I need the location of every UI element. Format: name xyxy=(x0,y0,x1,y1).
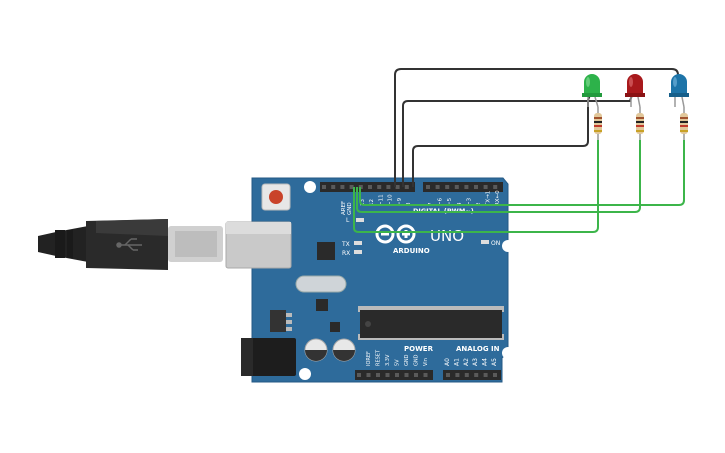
pin-hole[interactable] xyxy=(446,373,450,377)
gnd-label: GND xyxy=(347,202,353,215)
pin-hole[interactable] xyxy=(423,373,428,377)
rx-led xyxy=(354,250,362,254)
power-label: POWER xyxy=(404,345,434,353)
mounting-hole xyxy=(304,181,316,193)
pin-label: IOREF xyxy=(366,351,372,366)
pin-hole[interactable] xyxy=(474,185,478,189)
led-green[interactable] xyxy=(582,74,602,108)
pin-label: 3.3V xyxy=(385,354,391,366)
pin-label: A5 xyxy=(491,358,498,366)
wire-pin-to-green-led xyxy=(412,94,591,187)
on-led xyxy=(481,240,489,244)
mounting-hole xyxy=(502,347,514,359)
pin-hole[interactable] xyxy=(386,185,391,189)
ground-wire-red xyxy=(356,140,641,213)
pin-label: ~11 xyxy=(378,194,384,206)
pin-hole[interactable] xyxy=(357,373,361,377)
pin-hole[interactable] xyxy=(349,185,354,189)
power-jack xyxy=(241,338,296,376)
led-blue[interactable] xyxy=(669,74,689,108)
pin-label: A1 xyxy=(453,358,460,366)
pin-hole[interactable] xyxy=(455,373,460,377)
ground-wire-green xyxy=(353,140,599,233)
pin-label: ~3 xyxy=(466,197,472,206)
pin-hole[interactable] xyxy=(368,185,372,189)
tx-label: TX xyxy=(341,241,350,248)
pin-label: ~9 xyxy=(397,197,403,206)
pin-label: 13 xyxy=(360,199,366,206)
pin-hole[interactable] xyxy=(404,373,409,377)
pin-label: RX←0 xyxy=(495,190,501,206)
led-l-label: L xyxy=(346,217,350,224)
pin-hole[interactable] xyxy=(464,185,469,189)
digital-header-right[interactable] xyxy=(423,182,503,192)
voltage-regulator xyxy=(270,310,286,332)
pin-hole[interactable] xyxy=(474,373,479,377)
digital-header-left[interactable] xyxy=(320,182,415,192)
pin-label: 12 xyxy=(369,199,375,206)
rx-label: RX xyxy=(342,250,350,257)
pin-label: ~5 xyxy=(447,197,453,206)
pin-hole[interactable] xyxy=(395,373,399,377)
led-red[interactable] xyxy=(625,74,645,108)
pin-label: Vin xyxy=(423,358,429,366)
pin-hole[interactable] xyxy=(376,373,380,377)
pin-hole[interactable] xyxy=(331,185,336,189)
pin-label: ~10 xyxy=(388,194,394,206)
usb-chip xyxy=(317,242,335,260)
atmega-chip xyxy=(358,306,504,340)
pin-hole[interactable] xyxy=(340,185,345,189)
pin-label: A2 xyxy=(463,358,470,366)
pin-hole[interactable] xyxy=(464,373,469,377)
ground-wire-blue xyxy=(359,140,685,206)
pin-hole[interactable] xyxy=(426,185,430,189)
pin-label: GND xyxy=(404,354,410,366)
ground-wires[interactable] xyxy=(353,140,685,233)
signal-wires[interactable] xyxy=(394,68,679,187)
pin-label: A3 xyxy=(472,358,479,366)
resistor-green-led[interactable] xyxy=(594,107,602,140)
pin-hole[interactable] xyxy=(454,185,459,189)
pin-hole[interactable] xyxy=(385,373,390,377)
usb-icon xyxy=(116,238,142,251)
crystal xyxy=(295,275,347,293)
brand-label: ARDUINO xyxy=(393,247,430,255)
pin-hole[interactable] xyxy=(445,185,450,189)
model-label: UNO xyxy=(430,227,464,245)
pin-label: TX→1 xyxy=(486,191,492,207)
mounting-hole xyxy=(299,368,311,380)
pin-hole[interactable] xyxy=(414,373,418,377)
pin-hole[interactable] xyxy=(435,185,440,189)
resistor-red-led[interactable] xyxy=(636,107,644,140)
usb-cable[interactable] xyxy=(38,219,223,270)
pin-hole[interactable] xyxy=(395,185,400,189)
pin-label: A4 xyxy=(482,358,489,366)
mounting-hole xyxy=(502,240,514,252)
arduino-uno-board[interactable]: ARDUINO UNO DIGITAL (PWM~) AREF GND L TX… xyxy=(225,177,514,383)
pin-hole[interactable] xyxy=(483,185,488,189)
pin-hole[interactable] xyxy=(493,185,498,189)
pin-hole[interactable] xyxy=(322,185,326,189)
led-l-indicator xyxy=(356,218,364,222)
pin-hole[interactable] xyxy=(493,373,497,377)
pin-label: RESET xyxy=(376,349,382,366)
pin-label: ~6 xyxy=(438,197,444,206)
pin-label: 5V xyxy=(395,359,401,366)
pin-hole[interactable] xyxy=(404,185,409,189)
analog-header[interactable] xyxy=(443,370,501,380)
power-header[interactable] xyxy=(355,370,433,380)
pin-hole[interactable] xyxy=(377,185,382,189)
pin-label: A0 xyxy=(444,358,451,366)
tx-led xyxy=(354,241,362,245)
wire-pin-to-blue-led xyxy=(394,68,679,187)
pin-hole[interactable] xyxy=(366,373,371,377)
analog-label: ANALOG IN xyxy=(456,345,500,353)
pin-label: GND xyxy=(414,354,420,366)
on-label: ON xyxy=(491,240,500,247)
pin-hole[interactable] xyxy=(483,373,488,377)
wire-pin-to-red-led xyxy=(402,94,633,187)
resistor-blue-led[interactable] xyxy=(680,107,688,140)
aref-label: AREF xyxy=(341,201,347,215)
